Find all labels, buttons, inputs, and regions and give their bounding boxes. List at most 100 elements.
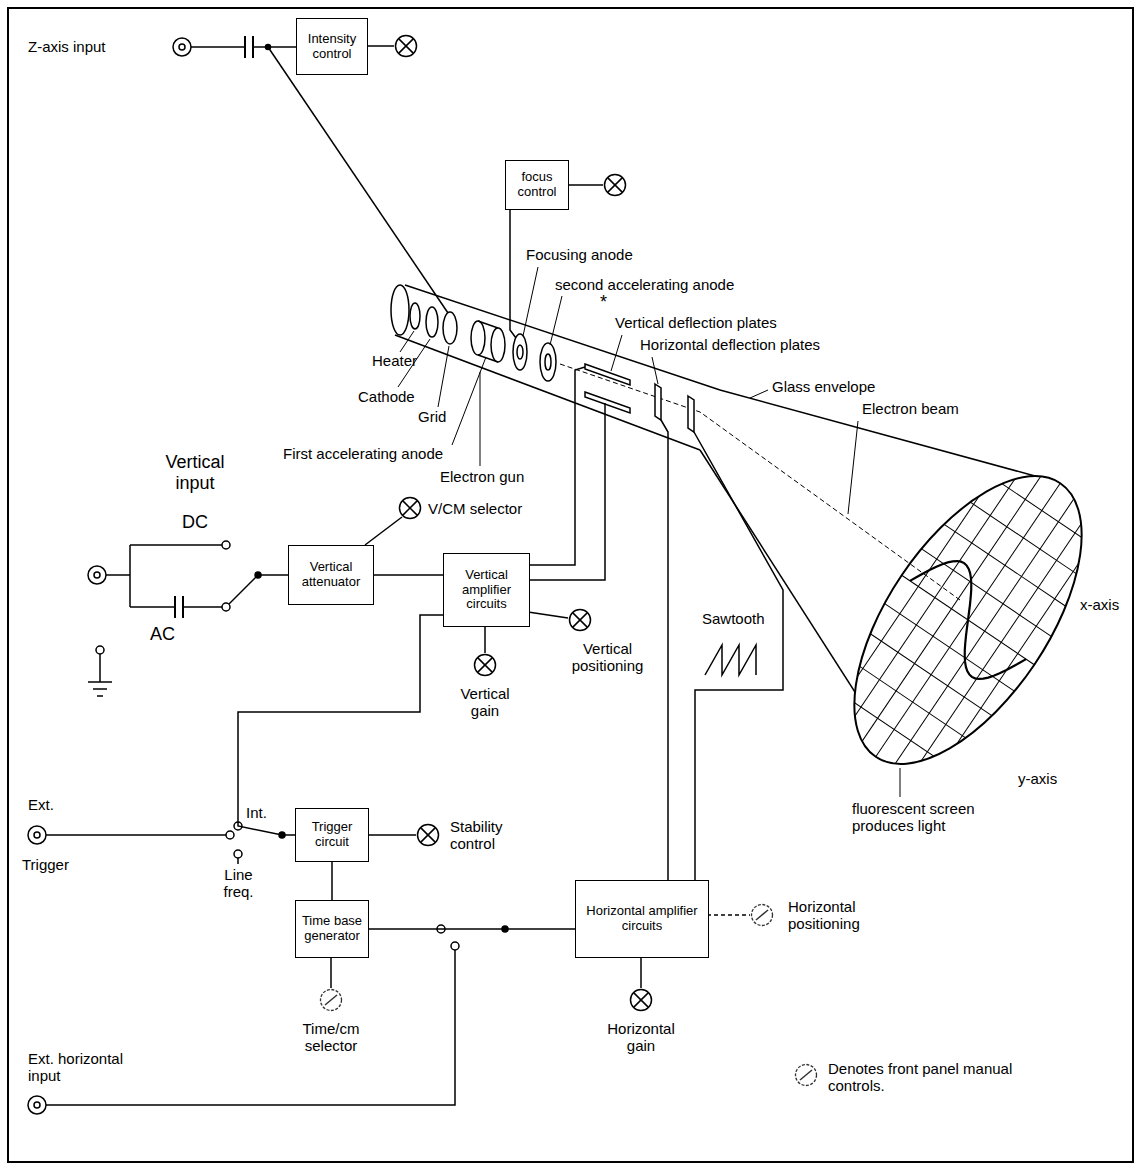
part-label: Vertical gain	[445, 685, 525, 720]
part-label: *	[600, 292, 607, 313]
z-axis-wiring-part	[396, 36, 417, 57]
part-label: Trigger	[22, 856, 69, 873]
signal-wire	[374, 574, 443, 576]
block-box: Time base generator	[295, 900, 369, 958]
crt-tube-part-part	[809, 438, 1126, 801]
crt-tube-part-part-part	[826, 450, 1011, 724]
focus-wiring-part	[510, 210, 516, 338]
electron-gun-part	[585, 392, 630, 413]
electron-gun-part	[443, 312, 457, 344]
z-axis-wiring-part	[366, 45, 394, 47]
part-label: Stability control	[450, 818, 530, 853]
crt-tube-part-part-part	[843, 461, 1028, 735]
horizontal-wiring-part	[640, 958, 642, 988]
trigger-wiring-part	[367, 834, 416, 836]
part-label: y-axis	[1018, 770, 1057, 787]
trigger-wiring-part	[330, 958, 332, 988]
block-box: Horizontal amplifier circuits	[575, 880, 709, 958]
box-text: Intensity control	[300, 32, 364, 62]
block-box: Vertical amplifier circuits	[443, 553, 530, 627]
page-frame	[8, 8, 1133, 1162]
sine-trace	[885, 544, 1051, 697]
vertical-input-wiring-part	[222, 541, 230, 549]
electron-gun-part	[478, 321, 498, 328]
part-label: second accelerating anode	[555, 276, 734, 293]
legend-text: Denotes front panel manual controls.	[828, 1060, 1033, 1095]
vertical-input-wiring-part	[106, 574, 130, 576]
leader-lines-part	[611, 335, 622, 371]
vertical-input-wiring-part	[570, 610, 591, 631]
focus-wiring-part	[567, 184, 603, 186]
trigger-wiring-part	[34, 832, 40, 838]
vertical-input-wiring-part	[475, 655, 496, 676]
crt-tube-part	[809, 438, 1126, 801]
block-box: Vertical attenuator	[288, 545, 374, 605]
electron-gun-part	[513, 334, 527, 370]
sawtooth-symbol	[705, 645, 756, 675]
leader-lines-part	[400, 331, 414, 352]
sine-trace-line	[885, 544, 1051, 697]
legend-knob-sample	[796, 1065, 817, 1086]
horizontal-wiring-part	[451, 942, 459, 950]
electron-gun-part	[655, 384, 661, 420]
electron-gun-part	[545, 354, 551, 370]
crt-tube	[391, 285, 1127, 802]
box-text: Time base generator	[299, 914, 365, 944]
vertical-input-wiring-part	[93, 688, 107, 690]
electron-gun-part	[688, 396, 694, 432]
signal-wire	[369, 928, 575, 930]
part-label: x-axis	[1080, 596, 1119, 613]
deflection-wiring-part	[661, 420, 668, 880]
electron-gun-part	[410, 303, 420, 329]
part-label: Ext. horizontal input	[28, 1050, 153, 1085]
horizontal-wiring-part	[752, 905, 773, 926]
electron-gun-part	[585, 364, 630, 385]
box-text: focus control	[509, 170, 565, 200]
vertical-input-wiring-part	[88, 566, 106, 584]
part-label: Electron beam	[862, 400, 959, 417]
horizontal-wiring-part	[34, 1102, 40, 1108]
part-label: Cathode	[358, 388, 415, 405]
electron-gun-part	[426, 307, 438, 337]
vertical-input-wiring-part	[97, 695, 103, 697]
vertical-input-wiring-part	[130, 544, 222, 546]
trigger-wiring-part	[226, 831, 234, 839]
vertical-input-wiring-part	[96, 646, 104, 654]
vertical-input-wiring-part	[99, 654, 101, 682]
crt-tube-part-part-part	[925, 517, 1110, 791]
crt-tube-part-part-part	[859, 472, 1044, 746]
vertical-input-wiring-part	[222, 603, 230, 611]
crt-tube-part-part-part	[909, 506, 1094, 780]
z-axis-wiring-part	[191, 46, 245, 48]
electron-gun-part	[478, 355, 498, 362]
electron-gun-part	[540, 343, 556, 381]
vertical-input-wiring-part	[229, 575, 258, 604]
part-label: Glass envelope	[772, 378, 875, 395]
leader-lines-part	[652, 357, 658, 384]
part-label: Time/cm selector	[286, 1020, 376, 1055]
part-label: Horizontal deflection plates	[640, 336, 820, 353]
crt-tube-part-part	[809, 438, 1126, 801]
signal-wire	[331, 862, 333, 900]
crt-tube-part	[720, 390, 1035, 476]
part-label: Vertical deflection plates	[615, 314, 777, 331]
box-text: Horizontal amplifier circuits	[579, 904, 705, 934]
z-axis-wiring-part	[268, 47, 448, 313]
leader-lines-part	[900, 768, 901, 797]
part-label: Focusing anode	[526, 246, 633, 263]
horizontal-wiring-part	[46, 950, 455, 1105]
part-label: Heater	[372, 352, 417, 369]
part-label: Line freq.	[216, 866, 261, 901]
deflection-wiring	[528, 367, 783, 880]
vertical-input-wiring-part	[484, 627, 486, 653]
box-text: Trigger circuit	[299, 820, 365, 850]
focus-wiring-part	[605, 175, 626, 196]
vertical-input-wiring	[88, 498, 591, 697]
z-axis-wiring-part	[253, 46, 296, 48]
horizontal-wiring-part	[707, 914, 750, 916]
part-label: First accelerating anode	[283, 445, 443, 462]
part-label: Sawtooth	[702, 610, 765, 627]
vertical-input-wiring-part	[130, 606, 175, 608]
crt-tube-part-part-part	[892, 494, 1077, 768]
deflection-wiring-part	[694, 432, 783, 880]
